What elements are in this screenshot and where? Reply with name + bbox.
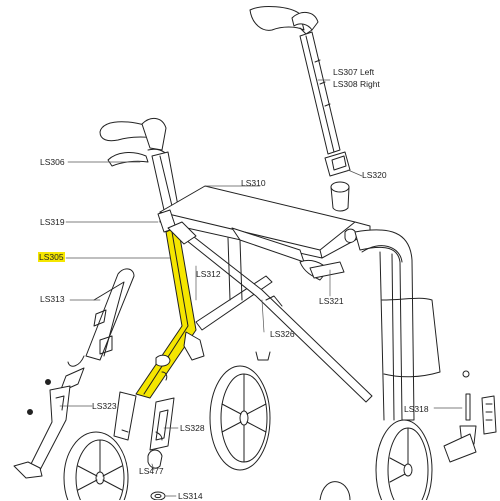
wheel-rear-left (209, 365, 271, 471)
label-ls321: LS321 (319, 296, 344, 306)
bracket-ls323 (13, 367, 85, 479)
handle-tube-ls307-ls308 (299, 31, 341, 155)
label-ls328: LS328 (180, 423, 205, 433)
label-ls305-highlighted: LS305 (38, 252, 65, 262)
wheel-front-left (63, 431, 129, 500)
label-ls307: LS307 Left (333, 67, 375, 77)
leader-ls326 (261, 299, 265, 333)
front-frame (113, 209, 205, 441)
pad-ls328 (149, 397, 175, 451)
label-ls320: LS320 (362, 170, 387, 180)
leader-lines (59, 79, 463, 497)
rear-frame-right (354, 229, 441, 421)
leader-ls320 (347, 169, 363, 177)
label-ls312: LS312 (196, 269, 221, 279)
washer-ls314 (150, 491, 166, 500)
clamp-ls320 (324, 151, 351, 212)
leader-ls477 (151, 463, 155, 471)
label-ls310: LS310 (241, 178, 266, 188)
label-ls326: LS326 (270, 329, 295, 339)
label-ls323: LS323 (92, 401, 117, 411)
front-leg-ls305-highlighted (135, 225, 197, 399)
label-ls319: LS319 (40, 217, 65, 227)
cross-brace (175, 225, 373, 403)
side-trim-ls313 (67, 268, 135, 367)
upper-handle-right (249, 6, 319, 35)
label-ls308: LS308 Right (333, 79, 380, 89)
label-ls477: LS477 (139, 466, 164, 476)
label-ls314: LS314 (178, 491, 203, 501)
wheel-rear-right (375, 419, 433, 500)
label-ls313: LS313 (40, 294, 65, 304)
label-ls318: LS318 (404, 404, 429, 414)
wheel-front-right (319, 481, 351, 500)
handle-left (99, 118, 179, 211)
label-ls306: LS306 (40, 157, 65, 167)
axle-ls318 (443, 370, 497, 463)
cap-ls477 (147, 449, 163, 469)
